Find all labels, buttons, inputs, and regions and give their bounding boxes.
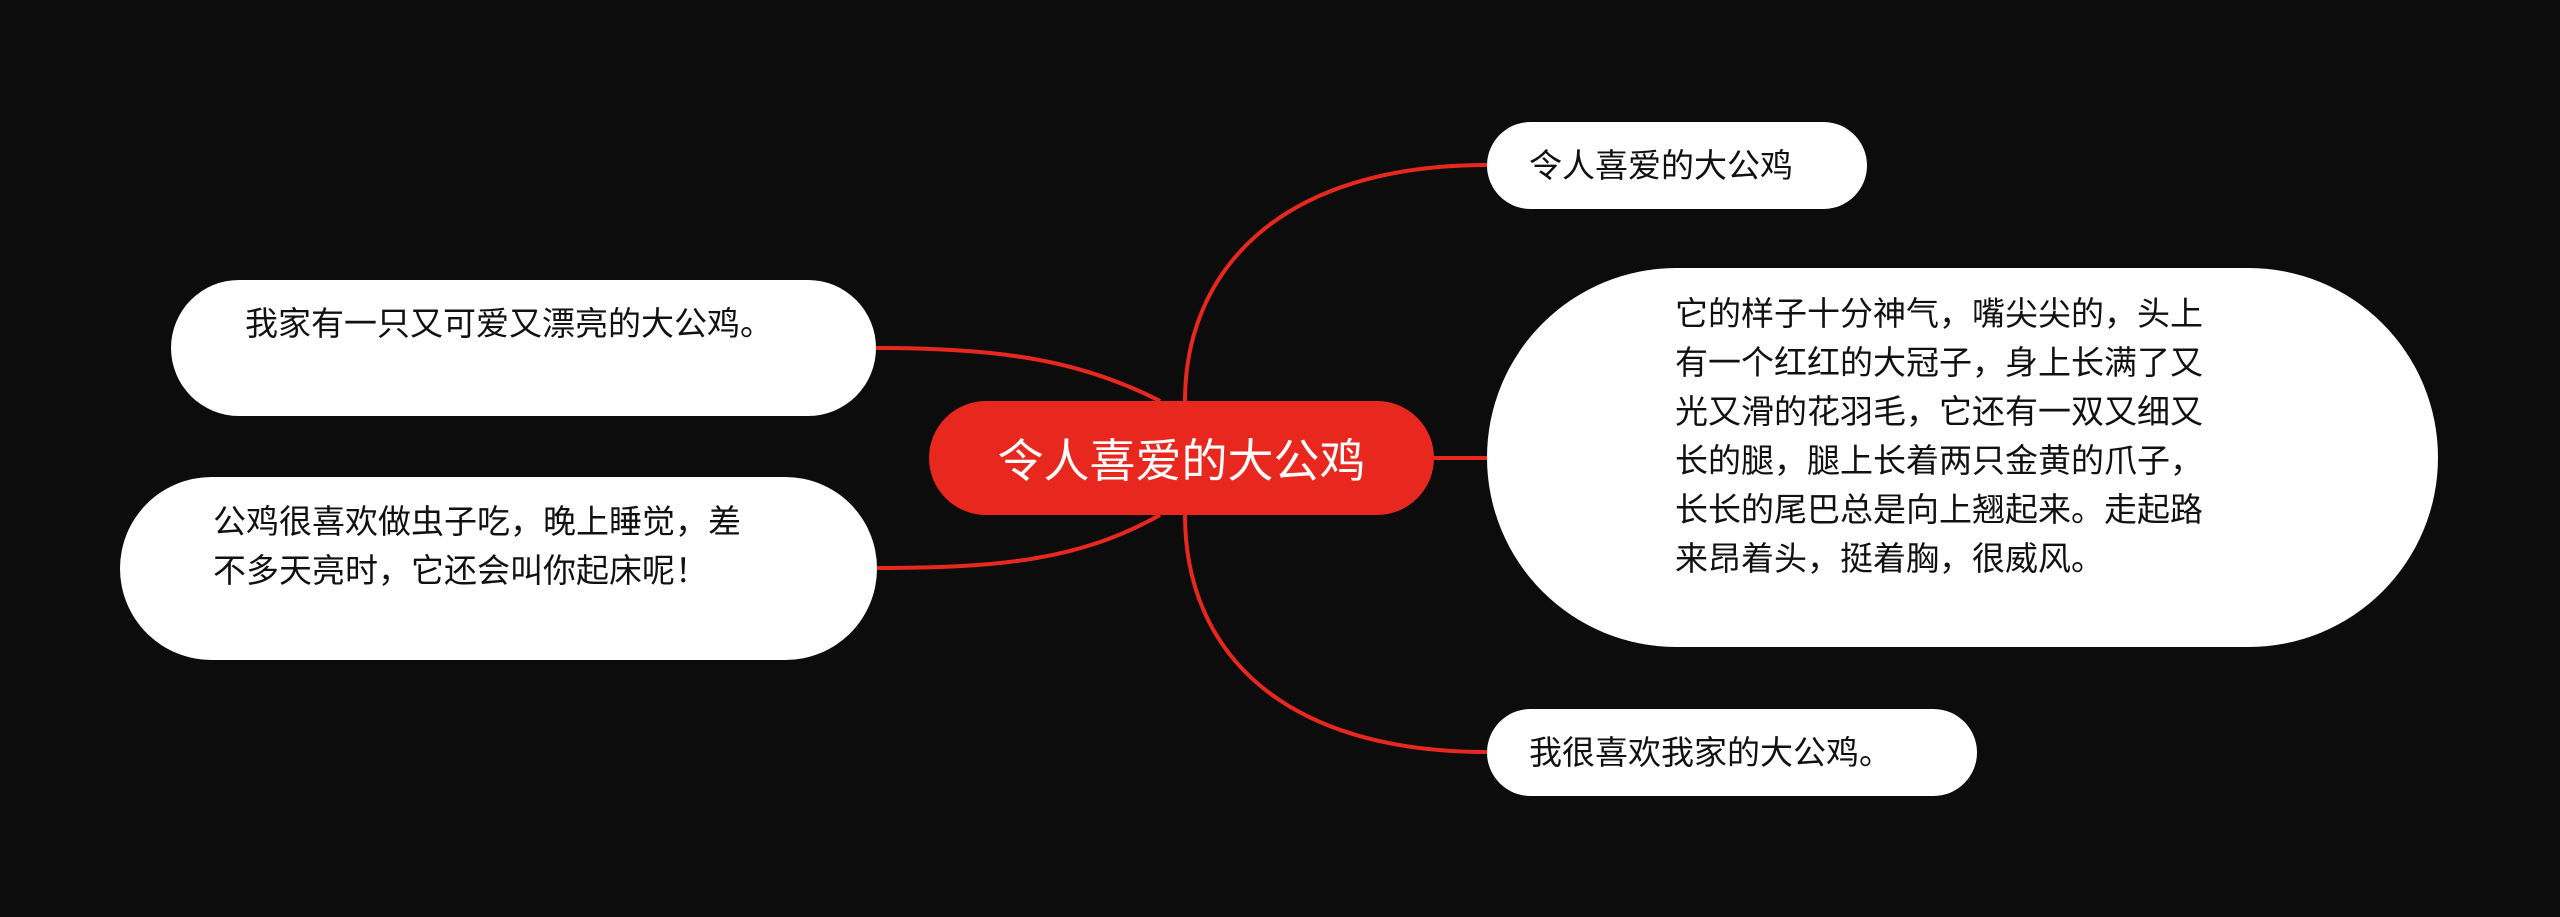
branch-node-conclusion-label: 我很喜欢我家的大公鸡。 <box>1529 733 1892 772</box>
link-root-to-left-1 <box>875 346 1161 403</box>
branch-node-description-label: 它的样子十分神气，嘴尖尖的，头上有一个红红的大冠子，身上长满了又光又滑的花羽毛，… <box>1675 294 2203 578</box>
link-root-to-left-2 <box>876 513 1161 570</box>
branch-node-title[interactable]: 令人喜爱的大公鸡 <box>1487 122 1867 209</box>
branch-node-description[interactable]: 它的样子十分神气，嘴尖尖的，头上有一个红红的大冠子，身上长满了又光又滑的花羽毛，… <box>1487 268 2438 647</box>
branch-node-habit[interactable]: 公鸡很喜欢做虫子吃，晚上睡觉，差不多天亮时，它还会叫你起床呢！ <box>120 477 877 660</box>
root-node-label: 令人喜爱的大公鸡 <box>997 434 1366 488</box>
branch-node-intro[interactable]: 我家有一只又可爱又漂亮的大公鸡。 <box>171 280 876 416</box>
link-root-to-bottom <box>1183 514 1488 754</box>
branch-node-title-label: 令人喜爱的大公鸡 <box>1529 146 1793 185</box>
branch-node-habit-label: 公鸡很喜欢做虫子吃，晚上睡觉，差不多天亮时，它还会叫你起床呢！ <box>213 502 741 590</box>
branch-node-conclusion[interactable]: 我很喜欢我家的大公鸡。 <box>1487 709 1977 796</box>
root-node[interactable]: 令人喜爱的大公鸡 <box>929 401 1434 515</box>
link-root-to-top <box>1183 163 1488 402</box>
branch-node-intro-label: 我家有一只又可爱又漂亮的大公鸡。 <box>245 304 773 343</box>
